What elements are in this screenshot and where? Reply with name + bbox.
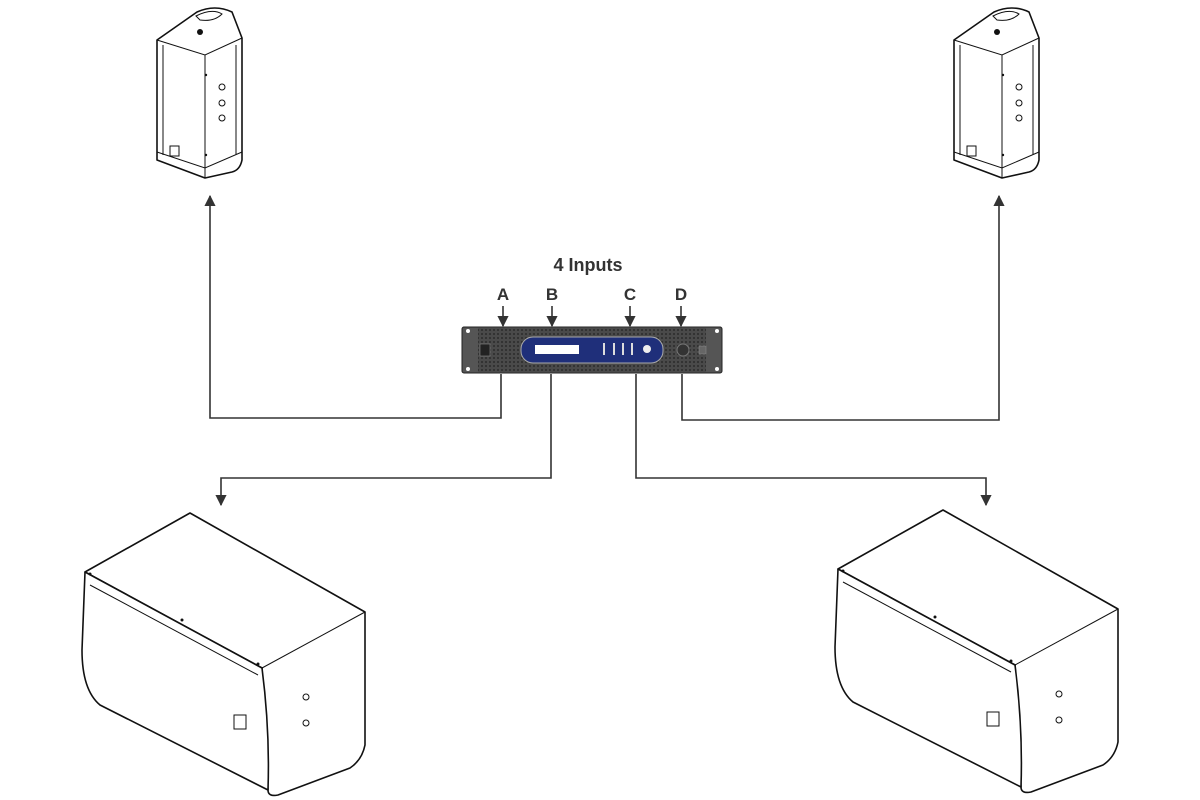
subwoofer-right (834, 509, 1119, 794)
amplifier (461, 326, 723, 374)
wire-b-to-sub-left (215, 374, 552, 507)
subwoofer-left (81, 512, 366, 797)
top-speaker-left (156, 7, 243, 179)
wire-d-to-top-right (681, 194, 1005, 421)
wire-c-to-sub-right (635, 374, 992, 507)
inputs-title: 4 Inputs (553, 255, 622, 275)
input-label-b: B (546, 285, 558, 304)
top-speaker-right (953, 7, 1040, 179)
input-label-a: A (497, 285, 509, 304)
amp-front-panel (520, 336, 664, 364)
wire-a-to-top-left (204, 194, 502, 419)
input-label-c: C (624, 285, 636, 304)
input-label-d: D (675, 285, 687, 304)
